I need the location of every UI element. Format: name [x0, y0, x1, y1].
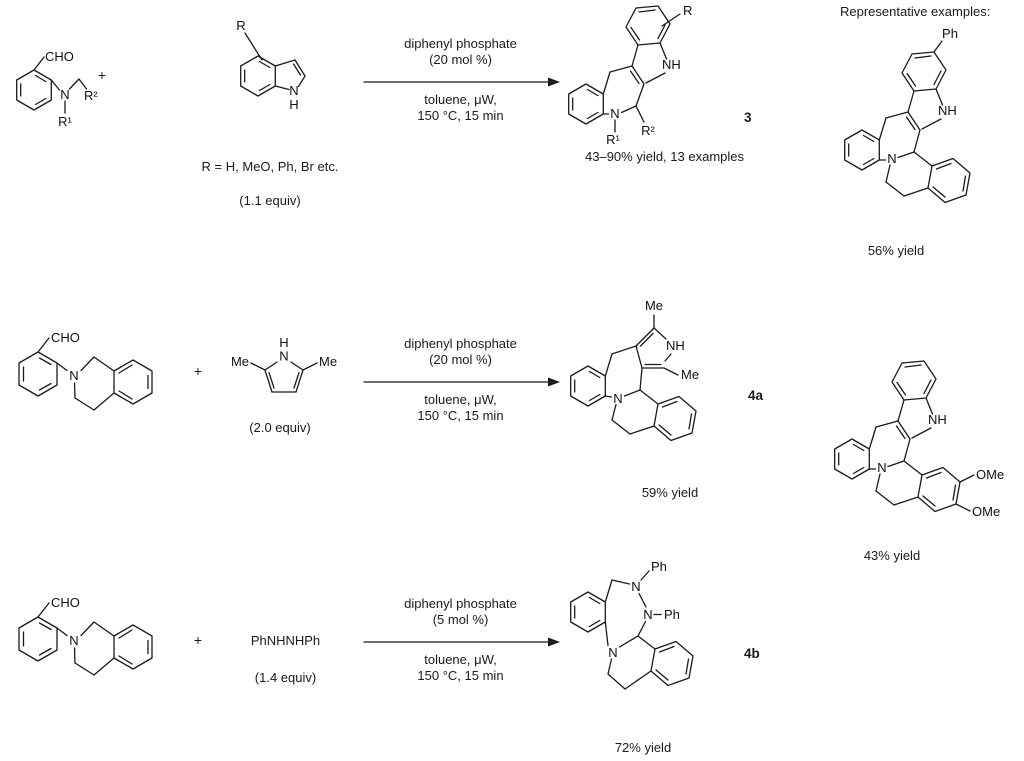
yield-note: 72% yield: [614, 740, 672, 755]
bond-lines: [570, 314, 697, 442]
condition-line: toluene, μW,: [424, 392, 497, 407]
atom-label-r1: R¹: [58, 114, 72, 129]
reaction2-product-structure: Me NH Me N: [570, 298, 699, 442]
atom-label-r: R: [683, 4, 692, 18]
atom-label-me: Me: [231, 354, 249, 369]
yield-note: 43–90% yield, 13 examples: [585, 149, 744, 164]
equiv-note: (1.1 equiv): [239, 193, 301, 208]
atom-label-n: N: [631, 579, 640, 594]
atom-label-ph: Ph: [942, 26, 958, 41]
product-number-4a: 4a: [748, 388, 764, 403]
atom-label-n: N: [608, 645, 617, 660]
atom-label-n: N: [610, 106, 619, 121]
bond-lines: [240, 32, 306, 97]
reaction2-substrate-structure: CHO N: [18, 330, 153, 411]
reaction1-product-structure: R NH N R¹ R²: [568, 4, 692, 147]
condition-line: (5 mol %): [432, 612, 489, 627]
condition-line: diphenyl phosphate: [404, 36, 517, 51]
atom-label-n: N: [643, 607, 652, 622]
atom-label-cho: CHO: [51, 330, 80, 345]
atom-label-ph: Ph: [664, 607, 680, 622]
bond-lines: [18, 337, 153, 411]
reaction3-product-structure: Ph N N Ph N: [570, 560, 694, 690]
bond-lines: [18, 602, 153, 676]
bond-lines: [250, 361, 318, 393]
atom-label-cho: CHO: [51, 595, 80, 610]
atom-label-nh: NH: [938, 103, 957, 118]
yield-note: 56% yield: [867, 243, 925, 258]
example2-structure: NH N OMe OMe: [834, 360, 1004, 519]
reaction-arrow-icon: [362, 637, 560, 647]
atom-label-n: N: [887, 151, 896, 166]
atom-label-me: Me: [645, 298, 663, 313]
atom-label-n: N: [877, 460, 886, 475]
reaction2-conditions: diphenyl phosphate (20 mol %) toluene, μ…: [358, 336, 563, 424]
condition-line: 150 °C, 15 min: [417, 668, 504, 683]
atom-label-nh: NH: [928, 412, 947, 427]
bond-lines: [570, 570, 694, 690]
bond-lines: [834, 360, 975, 513]
yield-note: 43% yield: [863, 548, 921, 563]
reaction3-reactant-formula: PhNHNHPh: [250, 633, 321, 648]
reaction-arrow-icon: [362, 77, 560, 87]
condition-line: diphenyl phosphate: [404, 336, 517, 351]
atom-label-nh: NH: [662, 57, 681, 72]
atom-label-ph: Ph: [651, 560, 667, 574]
plus-sign: +: [193, 632, 203, 648]
atom-label-nh: NH: [666, 338, 685, 353]
condition-line: 150 °C, 15 min: [417, 408, 504, 423]
equiv-note: (2.0 equiv): [249, 420, 311, 435]
atom-label-n: N: [279, 349, 288, 364]
reaction1-reactant-structure: R N H: [236, 18, 306, 112]
reaction3-conditions: diphenyl phosphate (5 mol %) toluene, μW…: [358, 596, 563, 684]
condition-line: (20 mol %): [429, 352, 492, 367]
representative-examples-header: Representative examples:: [840, 4, 991, 19]
reaction2-reactant-structure: H N Me Me: [231, 338, 337, 393]
yield-note: 59% yield: [641, 485, 699, 500]
bond-lines: [568, 5, 681, 133]
atom-label-cho: CHO: [45, 49, 74, 64]
reaction3-substrate-structure: CHO N: [18, 595, 153, 676]
atom-label-h: H: [279, 338, 288, 350]
atom-label-n: N: [60, 87, 69, 102]
plus-sign: +: [193, 363, 203, 379]
bond-lines: [16, 56, 88, 114]
r-substituent-note: R = H, MeO, Ph, Br etc.: [201, 159, 339, 174]
bond-lines: [844, 40, 971, 204]
atom-label-r2: R²: [641, 123, 655, 138]
atom-label-me: Me: [319, 354, 337, 369]
condition-line: 150 °C, 15 min: [417, 108, 504, 123]
condition-line: (20 mol %): [429, 52, 492, 67]
atom-label-me: Me: [681, 367, 699, 382]
example1-structure: Ph NH N: [844, 26, 971, 204]
equiv-note: (1.4 equiv): [254, 670, 317, 685]
atom-label-r: R: [236, 18, 245, 33]
product-number-4b: 4b: [744, 646, 760, 661]
atom-label-ome: OMe: [976, 467, 1004, 482]
product-number-3: 3: [744, 110, 752, 125]
reaction1-conditions: diphenyl phosphate (20 mol %) toluene, μ…: [358, 36, 563, 124]
atom-label-n: N: [69, 633, 78, 648]
atom-label-n: N: [69, 368, 78, 383]
condition-line: toluene, μW,: [424, 652, 497, 667]
atom-label-ome: OMe: [972, 504, 1000, 519]
atom-label-r1: R¹: [606, 132, 620, 147]
reaction1-substrate-structure: CHO N R² R¹: [16, 49, 98, 129]
plus-sign: +: [97, 67, 107, 83]
atom-label-n: N: [613, 391, 622, 406]
atom-label-n: N: [289, 83, 298, 98]
reaction-arrow-icon: [362, 377, 560, 387]
condition-line: diphenyl phosphate: [404, 596, 517, 611]
condition-line: toluene, μW,: [424, 92, 497, 107]
atom-label-h: H: [289, 97, 298, 112]
atom-label-r2: R²: [84, 88, 98, 103]
